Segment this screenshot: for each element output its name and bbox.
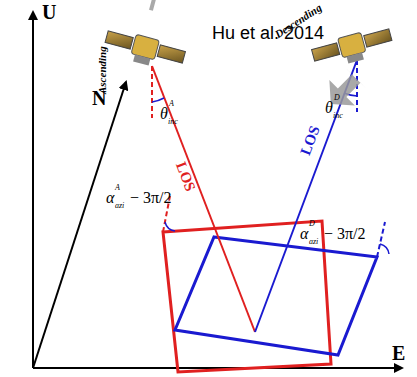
angle-symbol: α	[300, 226, 308, 242]
angle-subscript: azi	[115, 202, 124, 210]
angle-subscript: inc	[168, 118, 178, 126]
angle-superscript: A	[169, 100, 174, 108]
los-label: LOS	[173, 160, 198, 193]
angle-symbol: θ	[325, 100, 333, 116]
angle-offset: − 3π/2	[130, 190, 172, 206]
axis-label: U	[42, 2, 56, 22]
angle-subscript: inc	[333, 112, 343, 120]
axis-label: E	[392, 343, 405, 363]
angle-symbol: θ	[160, 106, 168, 122]
orbit-label: Ascending	[97, 46, 108, 94]
angle-superscript: D	[309, 220, 315, 228]
angle-subscript: azi	[309, 238, 318, 246]
angle-symbol: α	[106, 190, 114, 206]
los-label: LOS	[298, 124, 323, 157]
angle-superscript: D	[334, 94, 340, 102]
angle-superscript: A	[115, 184, 120, 192]
citation-note: Hu et al. 2014	[212, 24, 324, 42]
angle-offset: − 3π/2	[324, 226, 366, 242]
